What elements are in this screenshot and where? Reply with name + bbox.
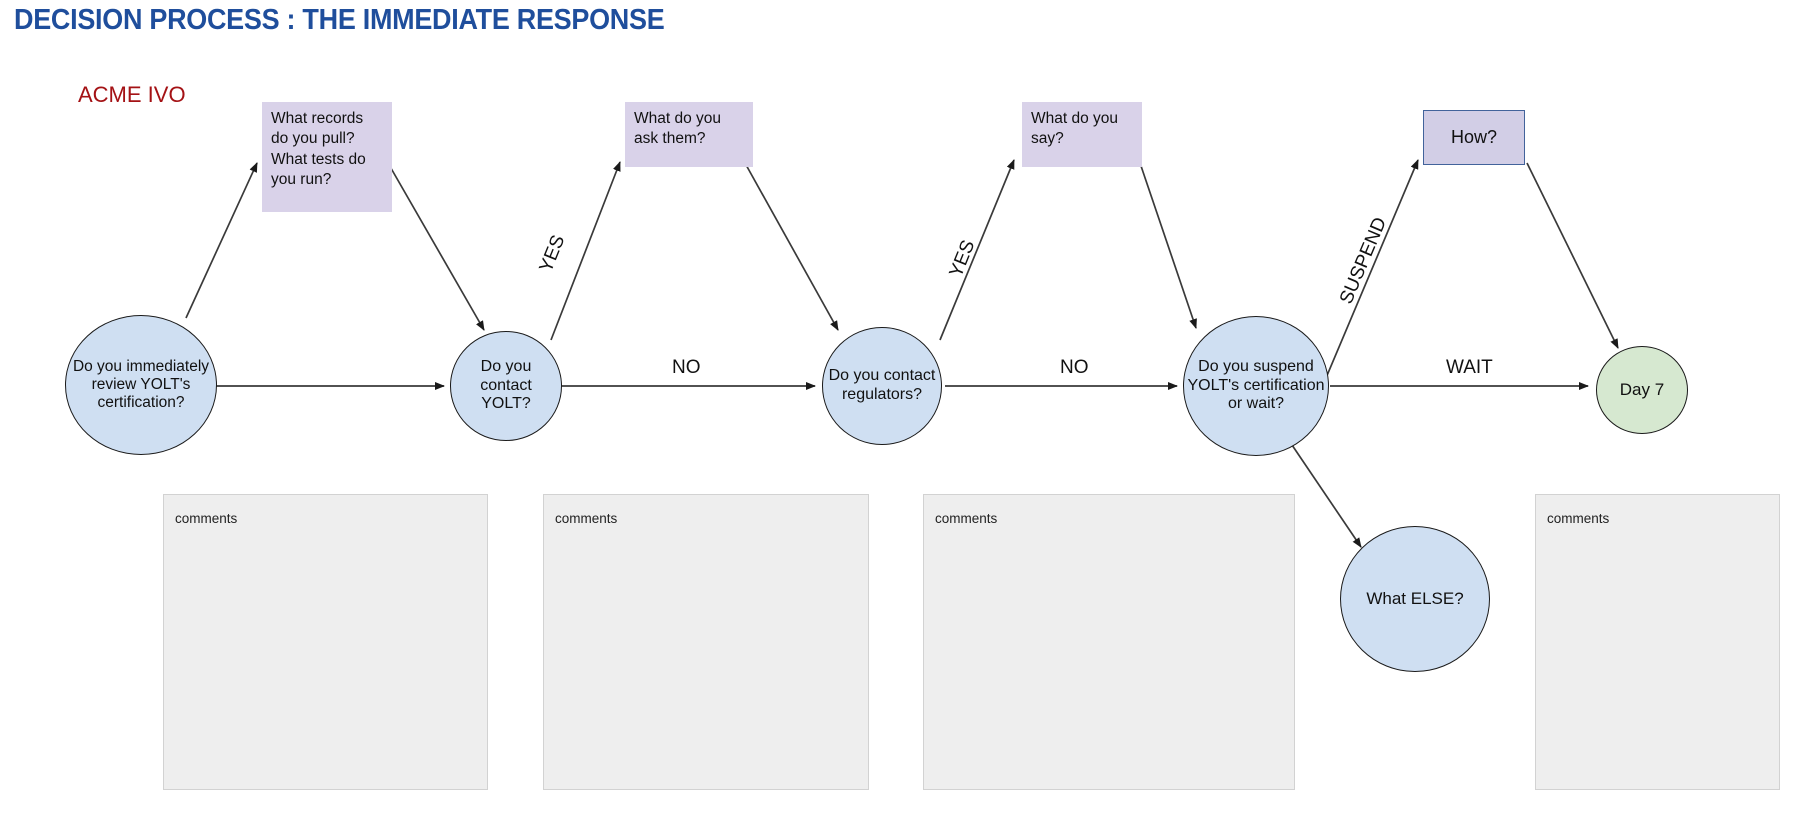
note-records-label: What records do you pull? What tests do … — [271, 110, 366, 189]
node-contact-regulators[interactable]: Do you contact regulators? — [822, 327, 942, 445]
comment-box-3[interactable]: comments — [923, 494, 1295, 790]
note-ask-them-label: What do you ask them? — [634, 110, 722, 148]
comment-box-3-label: comments — [935, 511, 998, 526]
node-day7-label: Day 7 — [1619, 379, 1665, 399]
edge-label-no-2-text: NO — [1060, 357, 1089, 378]
page-title: DECISION PROCESS : THE IMMEDIATE RESPONS… — [14, 4, 665, 36]
edge-suspend-to-whatelse — [1291, 444, 1362, 548]
edge-how-to-day7 — [1526, 162, 1619, 349]
note-what-say-label: What do you say? — [1031, 110, 1119, 148]
edge-ask-to-regulators — [744, 162, 839, 331]
edge-label-wait: WAIT — [1446, 357, 1493, 379]
edge-label-wait-text: WAIT — [1446, 357, 1493, 378]
node-contact-yolt-label: Do you contact YOLT? — [480, 357, 532, 413]
comment-box-2[interactable]: comments — [543, 494, 869, 790]
org-label: ACME IVO — [78, 82, 186, 107]
edge-suspend-to-how — [1322, 159, 1419, 386]
node-day7[interactable]: Day 7 — [1596, 346, 1688, 434]
node-what-else[interactable]: What ELSE? — [1340, 526, 1490, 672]
edge-contact-to-ask — [550, 161, 621, 341]
note-records[interactable]: What records do you pull? What tests do … — [262, 102, 392, 212]
node-review[interactable]: Do you immediately review YOLT's certifi… — [65, 315, 217, 455]
note-ask-them[interactable]: What do you ask them? — [625, 102, 753, 167]
comment-box-1[interactable]: comments — [163, 494, 488, 790]
comment-box-4-label: comments — [1547, 511, 1610, 526]
node-contact-regulators-label: Do you contact regulators? — [828, 367, 936, 403]
note-what-say[interactable]: What do you say? — [1022, 102, 1142, 167]
edge-records-to-contact — [387, 162, 485, 331]
node-what-else-label: What ELSE? — [1366, 588, 1464, 608]
edge-label-no-2: NO — [1060, 357, 1089, 379]
edge-say-to-suspend — [1139, 162, 1197, 329]
comment-box-2-label: comments — [555, 511, 618, 526]
edge-review-to-records — [185, 162, 258, 319]
node-contact-yolt[interactable]: Do you contact YOLT? — [450, 331, 562, 441]
edge-label-no-1: NO — [672, 357, 701, 379]
note-how-label: How? — [1450, 126, 1498, 147]
edge-regulators-to-say — [939, 159, 1015, 341]
node-review-label: Do you immediately review YOLT's certifi… — [72, 357, 210, 412]
comment-box-1-label: comments — [175, 511, 238, 526]
node-suspend-or-wait-label: Do you suspend YOLT's certification or w… — [1187, 357, 1325, 413]
note-how[interactable]: How? — [1423, 110, 1525, 165]
comment-box-4[interactable]: comments — [1535, 494, 1780, 790]
edge-label-no-1-text: NO — [672, 357, 701, 378]
node-suspend-or-wait[interactable]: Do you suspend YOLT's certification or w… — [1183, 316, 1329, 456]
